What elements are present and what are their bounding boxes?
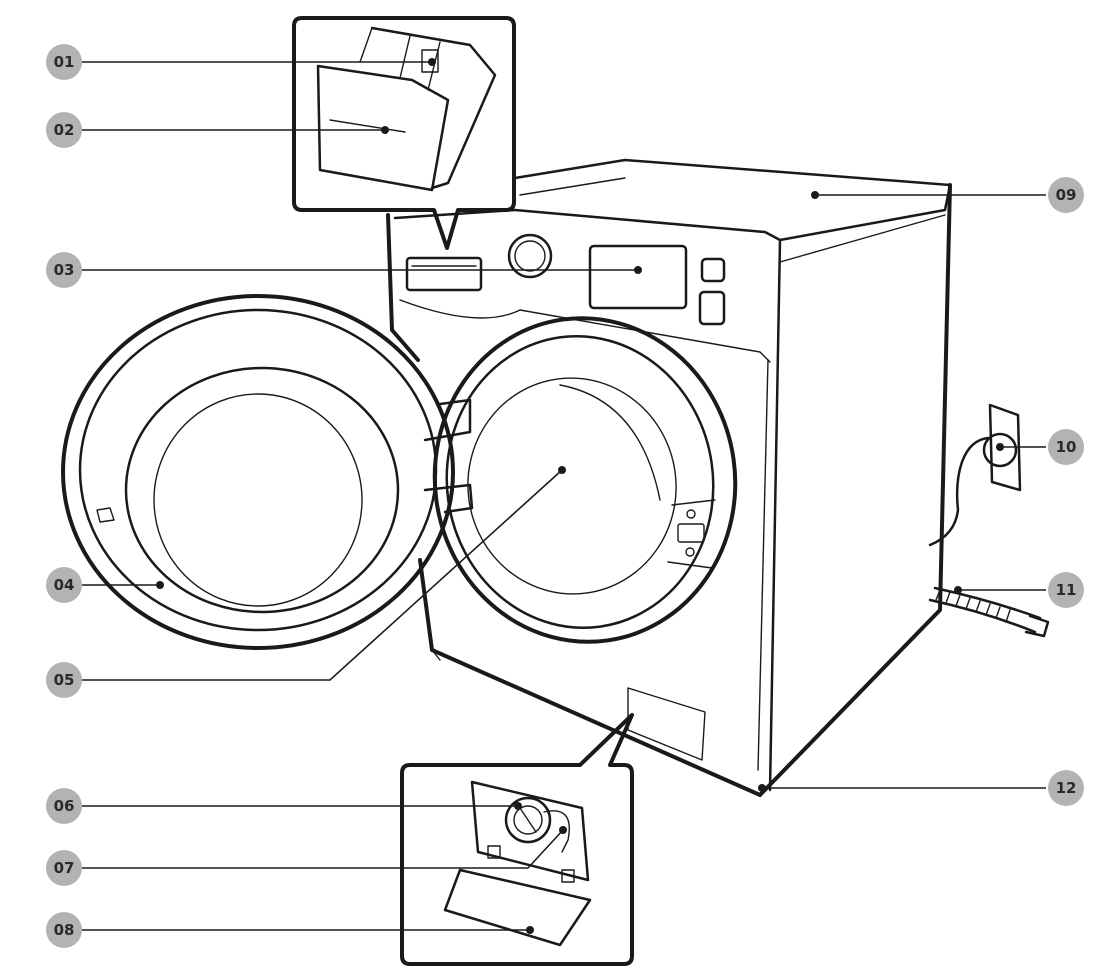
callout-badge-01: 01: [46, 44, 82, 80]
callout-label-05: 05: [54, 671, 75, 689]
callout-badge-11: 11: [1048, 572, 1084, 608]
callout-badge-03: 03: [46, 252, 82, 288]
callout-leaders: [82, 58, 1046, 934]
callout-badge-07: 07: [46, 850, 82, 886]
callout-badge-09: 09: [1048, 177, 1084, 213]
panel-button-top: [700, 257, 726, 283]
callout-label-09: 09: [1056, 186, 1077, 204]
open-door: [61, 294, 474, 650]
control-display: [588, 244, 688, 310]
power-plug: [928, 403, 1022, 547]
detergent-drawer-inset: [292, 16, 516, 250]
callout-label-08: 08: [54, 921, 75, 939]
program-dial: [507, 233, 553, 279]
callout-label-03: 03: [54, 261, 75, 279]
callout-badge-02: 02: [46, 112, 82, 148]
panel-button-bottom: [698, 290, 726, 326]
callout-badge-04: 04: [46, 567, 82, 603]
callout-label-04: 04: [54, 576, 75, 594]
callout-label-07: 07: [54, 859, 75, 877]
drain-hose: [928, 586, 1050, 638]
callout-label-01: 01: [54, 53, 75, 71]
callout-label-12: 12: [1056, 779, 1077, 797]
callout-badge-12: 12: [1048, 770, 1084, 806]
callout-label-02: 02: [54, 121, 75, 139]
drum-opening: [432, 316, 738, 644]
callout-badge-08: 08: [46, 912, 82, 948]
machine-body: [386, 158, 952, 797]
callout-badge-05: 05: [46, 662, 82, 698]
callout-badge-10: 10: [1048, 429, 1084, 465]
callout-label-10: 10: [1056, 438, 1077, 456]
callout-label-11: 11: [1056, 581, 1077, 599]
callout-label-06: 06: [54, 797, 75, 815]
drawer-front: [405, 256, 483, 292]
filter-cover-panel: [627, 687, 706, 761]
filter-inset: [400, 713, 634, 966]
callout-badge-06: 06: [46, 788, 82, 824]
